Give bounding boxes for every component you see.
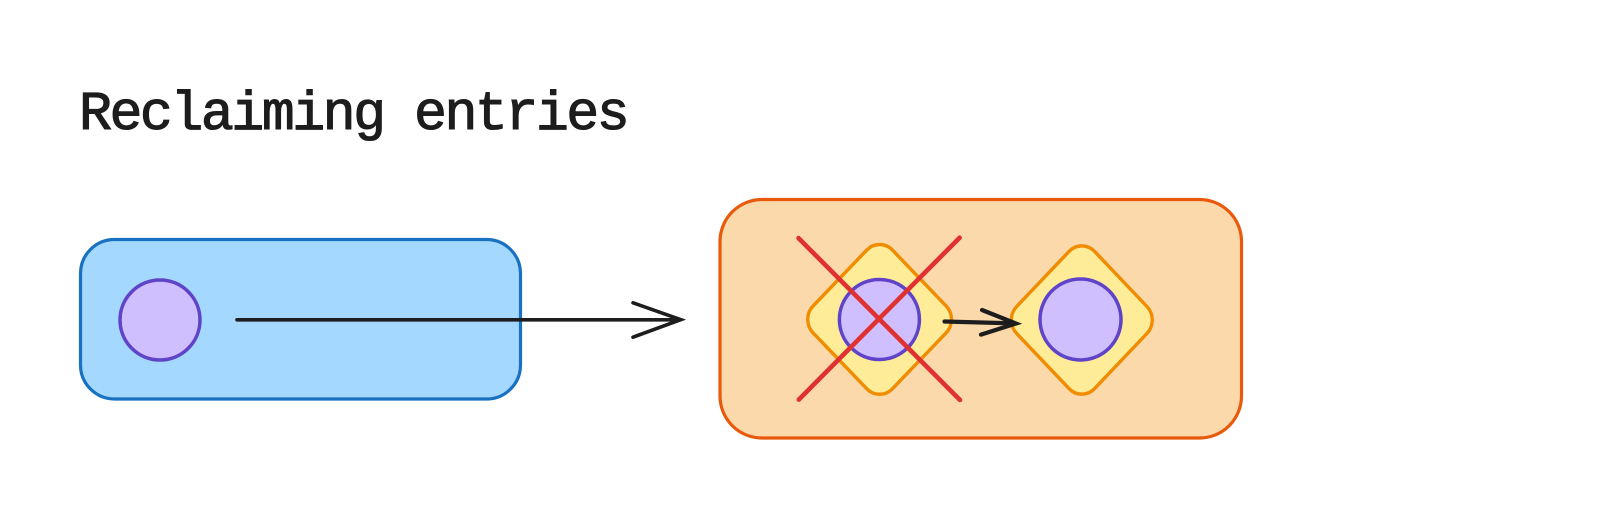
svg-text:Reclaiming entries: Reclaiming entries — [79, 83, 627, 146]
